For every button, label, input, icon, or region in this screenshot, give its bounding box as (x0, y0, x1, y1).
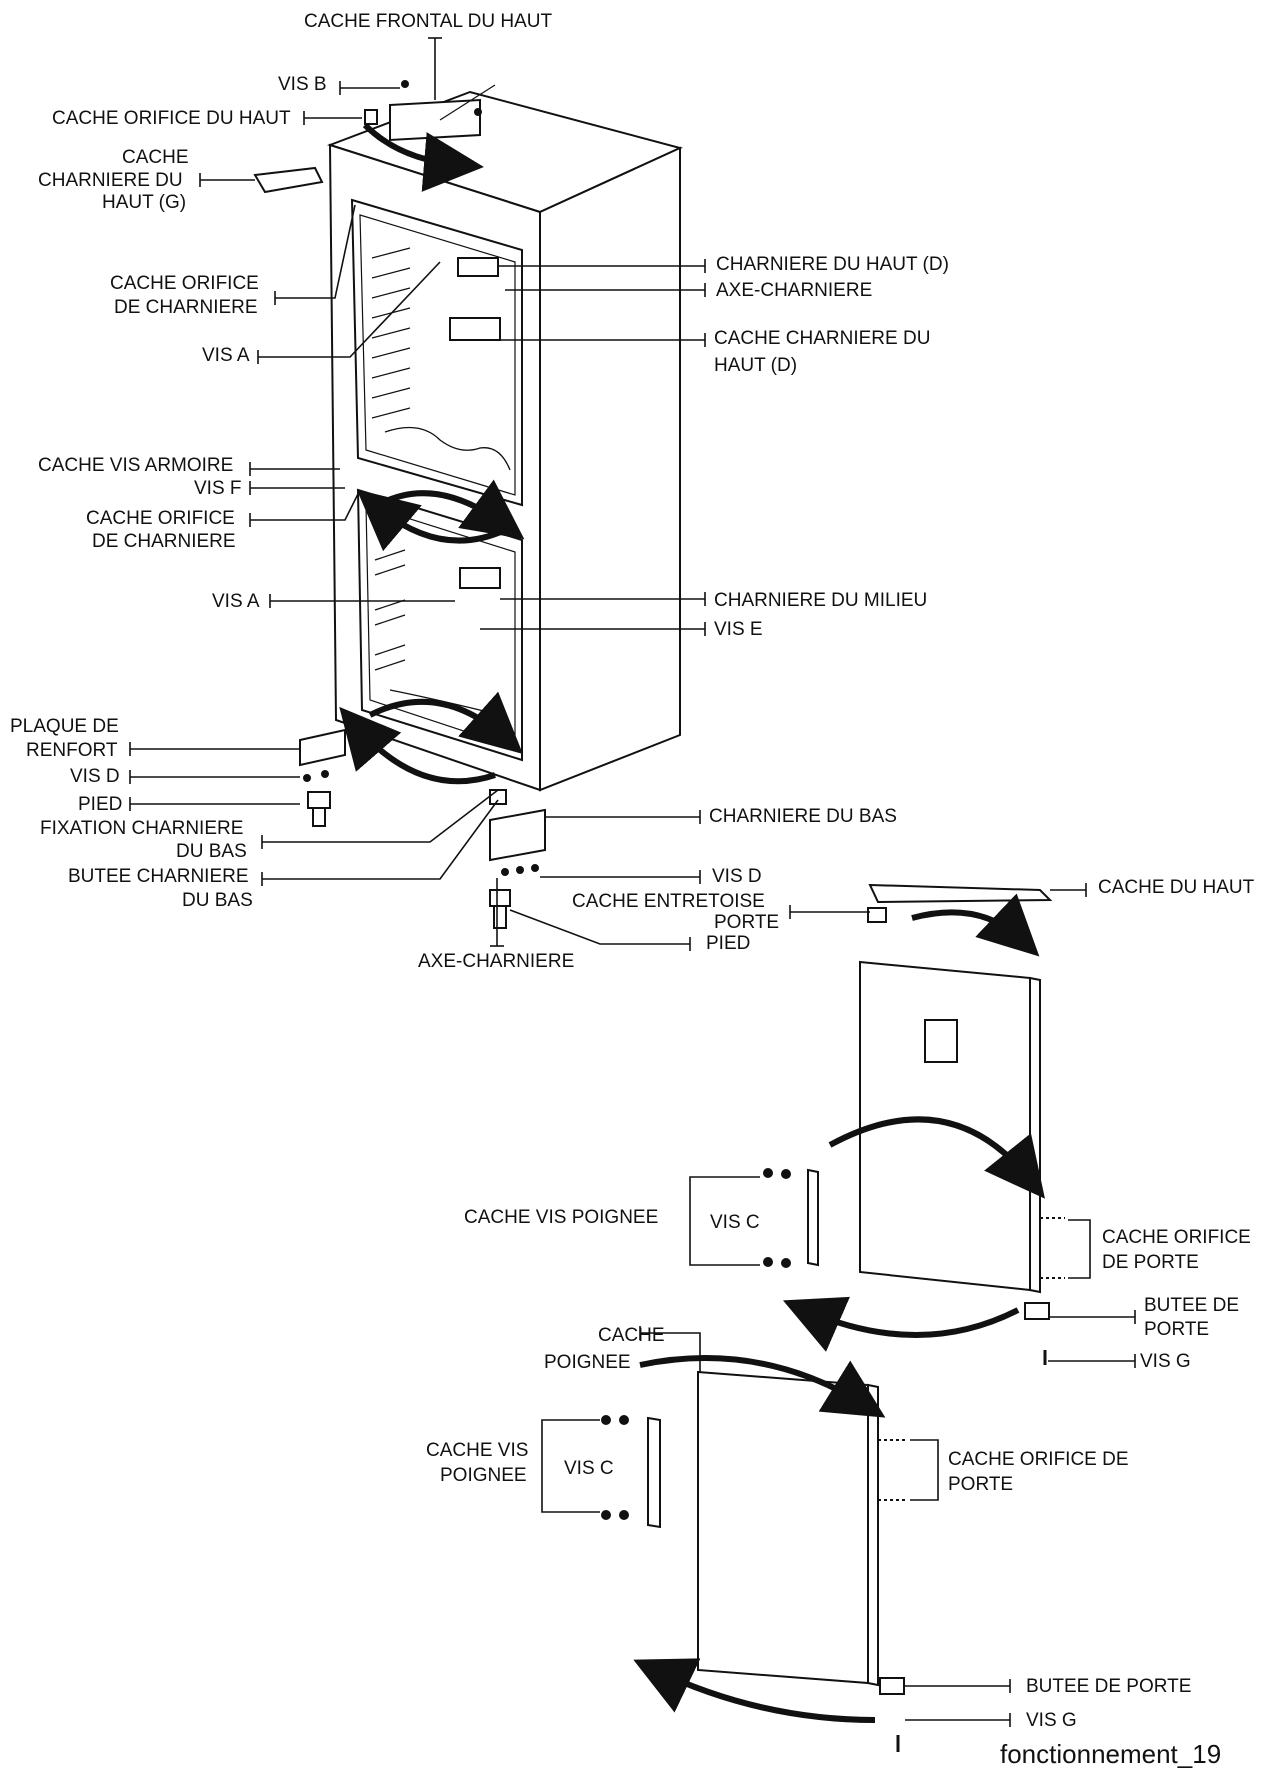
label-cache-charniere-haut-d-1: CACHE CHARNIERE DU (714, 328, 930, 349)
label-cache-charniere-haut-g-2: CHARNIERE DU (38, 170, 183, 191)
label-fixation-charniere-du-bas-2: DU BAS (176, 841, 247, 862)
label-cache-orifice-charniere-2b: DE CHARNIERE (92, 531, 236, 552)
label-cache-frontal-du-haut: CACHE FRONTAL DU HAUT (304, 11, 552, 32)
label-charniere-du-milieu: CHARNIERE DU MILIEU (714, 590, 927, 611)
label-vis-a-1: VIS A (202, 345, 250, 366)
upper-door (763, 883, 1065, 1365)
top-parts (253, 80, 496, 194)
lower-door (601, 1370, 905, 1752)
label-cache-du-haut: CACHE DU HAUT (1098, 877, 1255, 898)
label-charniere-du-haut-d: CHARNIERE DU HAUT (D) (716, 254, 949, 275)
label-vis-a-2: VIS A (212, 591, 260, 612)
label-butee-de-porte-1b: PORTE (1144, 1319, 1209, 1340)
callout-labels: CACHE FRONTAL DU HAUT VIS B CACHE ORIFIC… (10, 11, 1255, 1769)
label-axe-charniere-1: AXE-CHARNIERE (716, 280, 872, 301)
label-cache-orifice-du-haut: CACHE ORIFICE DU HAUT (52, 108, 291, 129)
label-cache-vis-poignee-2b: POIGNEE (440, 1465, 527, 1486)
label-cache-poignee-1: CACHE (598, 1325, 665, 1346)
page-footer: fonctionnement_19 (1000, 1739, 1221, 1769)
label-butee-charniere-du-bas-1: BUTEE CHARNIERE (68, 866, 249, 887)
label-axe-charniere-2: AXE-CHARNIERE (418, 951, 574, 972)
label-pied-2: PIED (706, 933, 750, 954)
label-cache-orifice-charniere-2a: CACHE ORIFICE (86, 508, 235, 529)
label-vis-g-1: VIS G (1140, 1351, 1191, 1372)
label-fixation-charniere-du-bas-1: FIXATION CHARNIERE (40, 818, 243, 839)
label-cache-vis-poignee-1: CACHE VIS POIGNEE (464, 1207, 658, 1228)
label-cache-charniere-haut-g-3: HAUT (G) (102, 192, 186, 213)
label-vis-e: VIS E (714, 619, 763, 640)
label-cache-vis-armoire: CACHE VIS ARMOIRE (38, 455, 233, 476)
leader-lines (129, 37, 1136, 1727)
label-charniere-du-bas: CHARNIERE DU BAS (709, 806, 897, 827)
label-cache-orifice-de-porte-1a: CACHE ORIFICE (1102, 1227, 1251, 1248)
label-vis-d-2: VIS D (712, 866, 762, 887)
label-vis-g-2: VIS G (1026, 1710, 1077, 1731)
label-cache-orifice-charniere-1a: CACHE ORIFICE (110, 273, 259, 294)
label-plaque-de-renfort-1: PLAQUE DE (10, 716, 119, 737)
label-butee-charniere-du-bas-2: DU BAS (182, 890, 253, 911)
lower-door-arrows (633, 1355, 886, 1723)
label-plaque-de-renfort-2: RENFORT (26, 740, 118, 761)
label-cache-entretoise-porte-2: PORTE (714, 912, 779, 933)
label-cache-entretoise-porte-1: CACHE ENTRETOISE (572, 891, 765, 912)
upper-door-arrows (782, 893, 1046, 1352)
label-vis-d-1: VIS D (70, 766, 120, 787)
label-cache-orifice-de-porte-2a: CACHE ORIFICE DE (948, 1449, 1129, 1470)
label-vis-c-2: VIS C (564, 1458, 614, 1479)
label-vis-c-1: VIS C (710, 1212, 760, 1233)
label-cache-vis-poignee-2a: CACHE VIS (426, 1440, 528, 1461)
label-vis-f: VIS F (194, 478, 242, 499)
label-butee-de-porte-1a: BUTEE DE (1144, 1295, 1239, 1316)
label-cache-orifice-de-porte-1b: DE PORTE (1102, 1252, 1199, 1273)
label-cache-orifice-de-porte-2b: PORTE (948, 1474, 1013, 1495)
label-cache-poignee-2: POIGNEE (544, 1352, 631, 1373)
label-butee-de-porte-2: BUTEE DE PORTE (1026, 1676, 1191, 1697)
label-cache-charniere-haut-g-1: CACHE (122, 147, 189, 168)
fridge-cabinet (326, 90, 683, 792)
rotation-arrows (339, 122, 525, 785)
label-cache-orifice-charniere-1b: DE CHARNIERE (114, 297, 258, 318)
label-cache-charniere-haut-d-2: HAUT (D) (714, 355, 797, 376)
label-vis-b: VIS B (278, 74, 327, 95)
label-pied-1: PIED (78, 794, 122, 815)
